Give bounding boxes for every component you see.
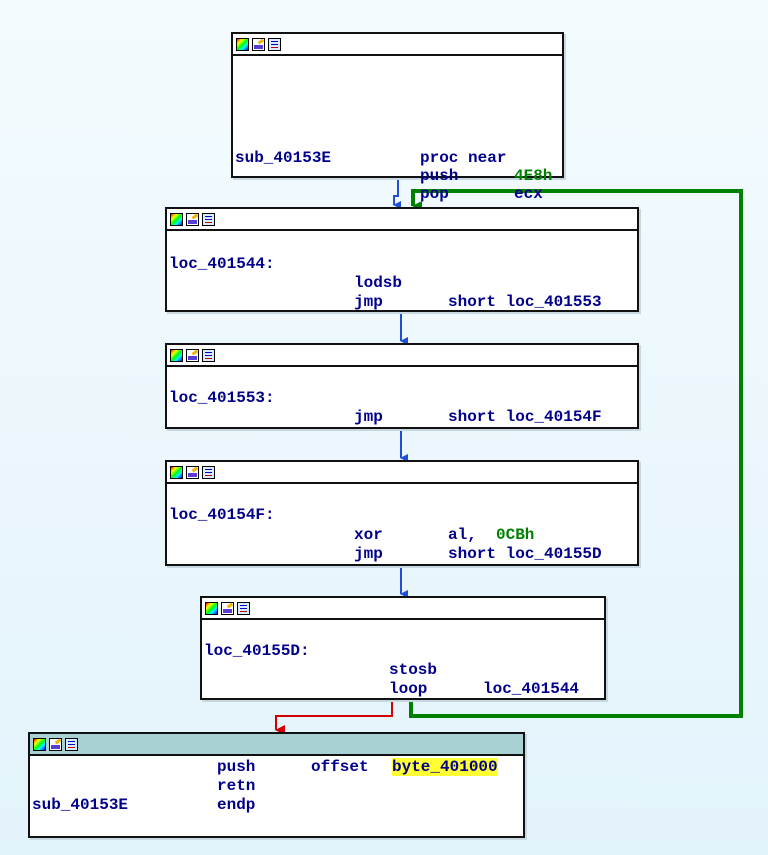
location-label[interactable]: loc_40155D: (204, 642, 310, 660)
edit-icon[interactable] (221, 601, 234, 615)
block-code: loc_40155D: stosb loop loc_401544 (202, 620, 604, 698)
edit-icon[interactable] (49, 737, 62, 751)
mnemonic: pop (420, 185, 449, 203)
endp-keyword: endp (217, 796, 256, 814)
block-loc-40154f[interactable]: loc_40154F: xor al, 0CBh jmp short loc_4… (165, 460, 639, 566)
block-titlebar (167, 209, 637, 231)
mnemonic: loop (389, 680, 428, 698)
block-exit[interactable]: push offset byte_401000 retn sub_40153E … (28, 732, 525, 838)
mnemonic: jmp (354, 293, 383, 311)
graph-icon[interactable] (170, 465, 183, 479)
list-icon[interactable] (202, 212, 215, 226)
jump-target[interactable]: short loc_40154F (448, 408, 602, 426)
proc-end-label[interactable]: sub_40153E (32, 796, 129, 814)
jump-target[interactable]: short loc_40155D (448, 545, 602, 563)
list-icon[interactable] (237, 601, 250, 615)
immediate-operand: 0CBh (496, 526, 535, 544)
block-sub-40153e-entry[interactable]: sub_40153E proc near push 4E8h pop ecx (231, 32, 564, 203)
mnemonic: retn (217, 777, 256, 795)
list-icon[interactable] (268, 37, 281, 51)
location-label[interactable]: loc_40154F: (169, 506, 275, 524)
mnemonic: stosb (389, 661, 438, 679)
edit-icon[interactable] (186, 348, 199, 362)
mnemonic: lodsb (354, 274, 403, 292)
jump-target[interactable]: short loc_401553 (448, 293, 602, 311)
edit-icon[interactable] (252, 37, 265, 51)
register-operand: ecx (514, 185, 543, 203)
block-code: push offset byte_401000 retn sub_40153E … (30, 756, 523, 836)
block-code: loc_40154F: xor al, 0CBh jmp short loc_4… (167, 484, 637, 564)
block-titlebar (167, 345, 637, 367)
proc-label[interactable]: sub_40153E (235, 149, 332, 167)
block-titlebar (167, 462, 637, 484)
edit-icon[interactable] (186, 212, 199, 226)
jump-target[interactable]: loc_401544 (483, 680, 580, 698)
proc-keyword: proc near (420, 149, 507, 167)
edit-icon[interactable] (186, 465, 199, 479)
mnemonic: jmp (354, 545, 383, 563)
graph-icon[interactable] (170, 348, 183, 362)
location-label[interactable]: loc_401553: (169, 389, 275, 407)
graph-icon[interactable] (236, 37, 249, 51)
block-loc-401553[interactable]: loc_401553: jmp short loc_40154F (165, 343, 639, 429)
immediate-operand: 4E8h (514, 167, 553, 185)
block-loc-40155d[interactable]: loc_40155D: stosb loop loc_401544 (200, 596, 606, 700)
edge-n1-n2 (393, 178, 401, 209)
graph-icon[interactable] (205, 601, 218, 615)
edge-loop-exit (275, 700, 393, 735)
block-titlebar-selected (30, 734, 523, 756)
block-code: sub_40153E proc near push 4E8h pop ecx (233, 56, 562, 203)
mnemonic: xor (354, 526, 383, 544)
mnemonic: push (420, 167, 459, 185)
highlighted-symbol[interactable]: byte_401000 (392, 758, 498, 776)
block-code: loc_401544: lodsb jmp short loc_401553 (167, 231, 637, 311)
mnemonic: push (217, 758, 256, 776)
block-titlebar (202, 598, 604, 620)
list-icon[interactable] (202, 465, 215, 479)
list-icon[interactable] (65, 737, 78, 751)
offset-keyword: offset (311, 758, 379, 776)
list-icon[interactable] (202, 348, 215, 362)
operand-register: al, (448, 526, 487, 544)
graph-icon[interactable] (33, 737, 46, 751)
location-label[interactable]: loc_401544: (169, 255, 275, 273)
mnemonic: jmp (354, 408, 383, 426)
block-loc-401544[interactable]: loc_401544: lodsb jmp short loc_401553 (165, 207, 639, 312)
graph-icon[interactable] (170, 212, 183, 226)
block-code: loc_401553: jmp short loc_40154F (167, 367, 637, 427)
block-titlebar (233, 34, 562, 56)
